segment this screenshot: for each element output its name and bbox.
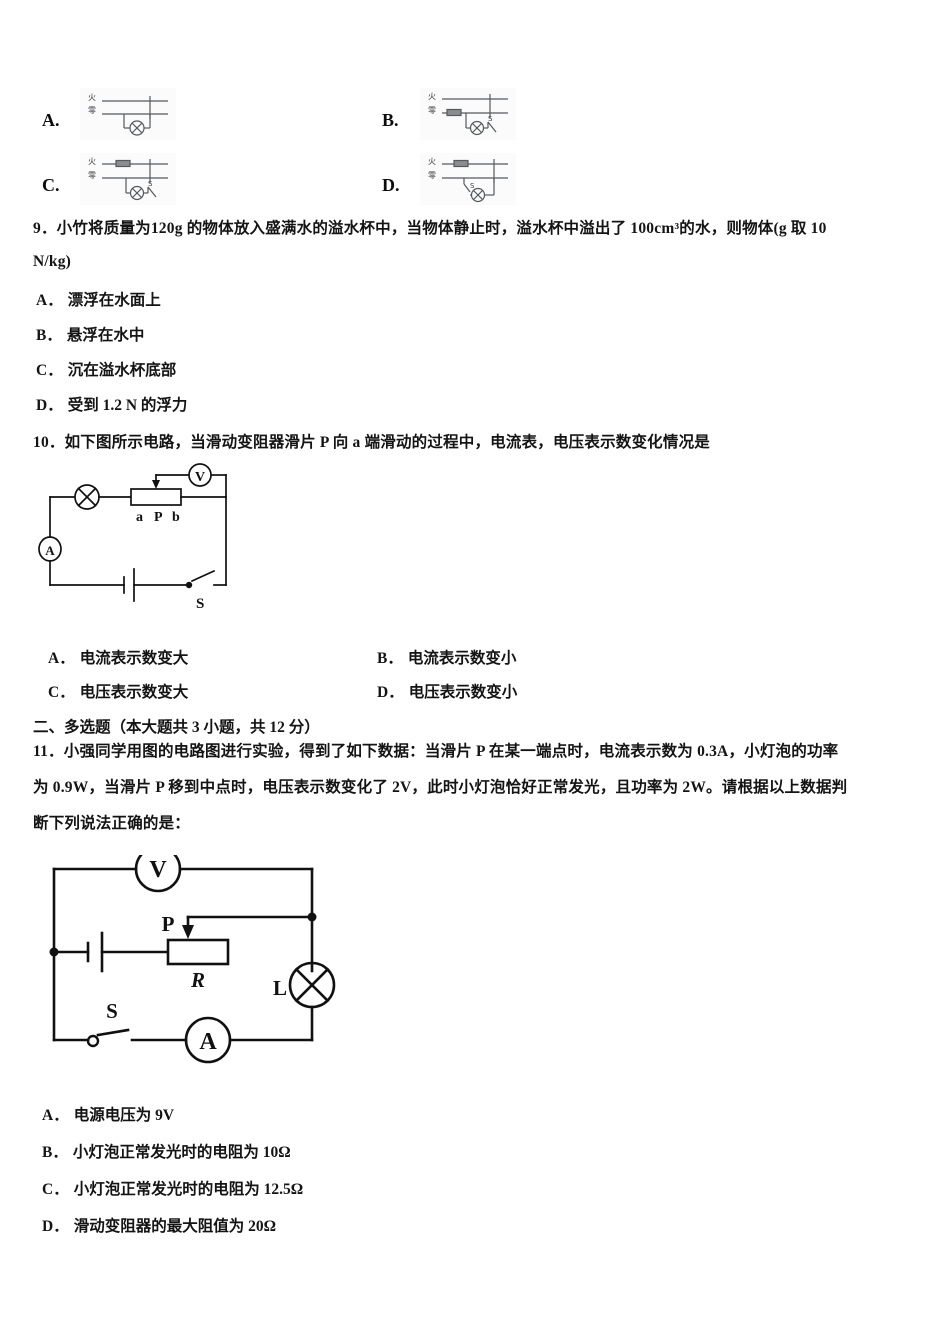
question-11-option-d-text: 滑动变阻器的最大阻值为 20Ω — [73, 1218, 276, 1235]
rheostat-slider-label-q11: P — [162, 912, 175, 936]
question-10-option-b[interactable]: B．电流表示数变小 — [377, 646, 516, 668]
question-11-option-b[interactable]: B．小灯泡正常发光时的电阻为 10Ω — [42, 1140, 291, 1162]
question-9-option-a-text: 漂浮在水面上 — [67, 292, 161, 309]
rheostat-label-q11: R — [190, 968, 205, 992]
question-10-option-d-text: 电压表示数变小 — [408, 684, 518, 701]
question-10-stem: 10．如下图所示电路，当滑动变阻器滑片 P 向 a 端滑动的过程中，电流表，电压… — [33, 434, 710, 451]
question-11-stem-line-3: 断下列说法正确的是： — [33, 815, 191, 832]
question-9-option-c-text: 沉在溢水杯底部 — [67, 362, 177, 379]
question-9-stem-line-2: N/kg) — [33, 253, 72, 270]
question-11-option-a-text: 电源电压为 9V — [73, 1107, 175, 1124]
ammeter-label-q10: A — [45, 543, 55, 558]
question-11-option-b-letter: B． — [42, 1144, 68, 1161]
rheostat-slider-p-label: P — [154, 510, 163, 525]
rheostat-terminal-b-label: b — [172, 510, 180, 525]
question-9-option-a[interactable]: A．漂浮在水面上 — [36, 288, 161, 310]
question-11-option-c-letter: C． — [42, 1181, 69, 1198]
question-11-option-c-text: 小灯泡正常发光时的电阻为 12.5Ω — [73, 1181, 304, 1198]
question-11-option-d-letter: D． — [42, 1218, 69, 1235]
question-10-option-c-text: 电压表示数变大 — [79, 684, 189, 701]
question-9-option-a-letter: A． — [36, 292, 63, 309]
question-9-option-d-letter: D． — [36, 397, 63, 414]
switch-label-c: S — [148, 180, 153, 188]
option-letter-a: A. — [42, 110, 60, 130]
neutral-wire-label-c: 零 — [88, 171, 96, 180]
live-wire-label-b: 火 — [428, 92, 436, 101]
option-letter-c: C. — [42, 175, 60, 195]
neutral-wire-label-b: 零 — [428, 106, 436, 115]
question-9-option-d-text: 受到 1.2 N 的浮力 — [67, 397, 188, 414]
junction-dot-right-q11 — [307, 912, 317, 922]
question-11-option-c[interactable]: C．小灯泡正常发光时的电阻为 12.5Ω — [42, 1177, 303, 1199]
question-11-stem-line-1: 11．小强同学用图的电路图进行实验，得到了如下数据：当滑片 P 在某一端点时，电… — [33, 743, 839, 760]
neutral-wire-label-a: 零 — [88, 106, 96, 115]
question-10-option-c[interactable]: C．电压表示数变大 — [48, 680, 188, 702]
question-11-option-d[interactable]: D．滑动变阻器的最大阻值为 20Ω — [42, 1214, 276, 1236]
neutral-wire-label-d: 零 — [428, 171, 436, 180]
question-10-option-c-letter: C． — [48, 684, 75, 701]
option-circuit-c[interactable]: 火 零 S — [80, 153, 176, 205]
question-9-option-b-letter: B． — [36, 327, 62, 344]
switch-pivot-q11 — [86, 1034, 100, 1048]
question-9-option-b[interactable]: B．悬浮在水中 — [36, 323, 144, 345]
ammeter-label-q11: A — [199, 1029, 217, 1055]
switch-label-d: S — [470, 182, 475, 190]
option-letter-b: B. — [382, 110, 399, 130]
voltmeter-label-q10: V — [195, 470, 205, 485]
question-11-option-b-text: 小灯泡正常发光时的电阻为 10Ω — [72, 1144, 291, 1161]
question-10-option-d-letter: D． — [377, 684, 404, 701]
option-circuit-d[interactable]: 火 零 S — [420, 153, 516, 205]
switch-pivot-dot-q10 — [185, 581, 193, 589]
section-2-heading: 二、多选题（本大题共 3 小题，共 12 分） — [33, 719, 320, 736]
rheostat-terminal-a-label: a — [136, 510, 143, 525]
switch-label-q10: S — [196, 596, 204, 612]
question-9-stem-line-1: 9．小竹将质量为120g 的物体放入盛满水的溢水杯中，当物体静止时，溢水杯中溢出… — [33, 220, 827, 237]
question-11-stem-line-2: 为 0.9W，当滑片 P 移到中点时，电压表示数变化了 2V，此时小灯泡恰好正常… — [33, 779, 848, 796]
question-9-option-b-text: 悬浮在水中 — [66, 327, 145, 344]
lamp-label-q11: L — [273, 976, 287, 1000]
question-10-option-a-letter: A． — [48, 650, 75, 667]
voltmeter-label-q11: V — [149, 857, 167, 883]
option-letter-d: D. — [382, 175, 400, 195]
question-11-circuit-figure: V A P R L S — [40, 855, 350, 1075]
live-wire-label-a: 火 — [88, 93, 96, 102]
live-wire-label-c: 火 — [88, 157, 96, 166]
switch-label-q11: S — [106, 999, 118, 1023]
question-10-option-a-text: 电流表示数变大 — [79, 650, 189, 667]
question-10-option-b-letter: B． — [377, 650, 403, 667]
question-10-option-b-text: 电流表示数变小 — [407, 650, 517, 667]
question-9-option-c-letter: C． — [36, 362, 63, 379]
switch-label-b: S — [488, 115, 493, 123]
option-circuit-a[interactable]: 火 零 — [80, 88, 176, 140]
question-9-option-c[interactable]: C．沉在溢水杯底部 — [36, 358, 176, 380]
question-10-option-a[interactable]: A．电流表示数变大 — [48, 646, 188, 668]
question-11-option-a[interactable]: A．电源电压为 9V — [42, 1103, 174, 1125]
junction-dot-left-q11 — [49, 947, 59, 957]
question-11-option-a-letter: A． — [42, 1107, 69, 1124]
question-10-option-d[interactable]: D．电压表示数变小 — [377, 680, 517, 702]
option-circuit-b[interactable]: 火 零 S — [420, 88, 516, 140]
question-9-option-d[interactable]: D．受到 1.2 N 的浮力 — [36, 393, 187, 415]
question-10-circuit-figure: V A a P b S — [36, 455, 266, 615]
live-wire-label-d: 火 — [428, 157, 436, 166]
